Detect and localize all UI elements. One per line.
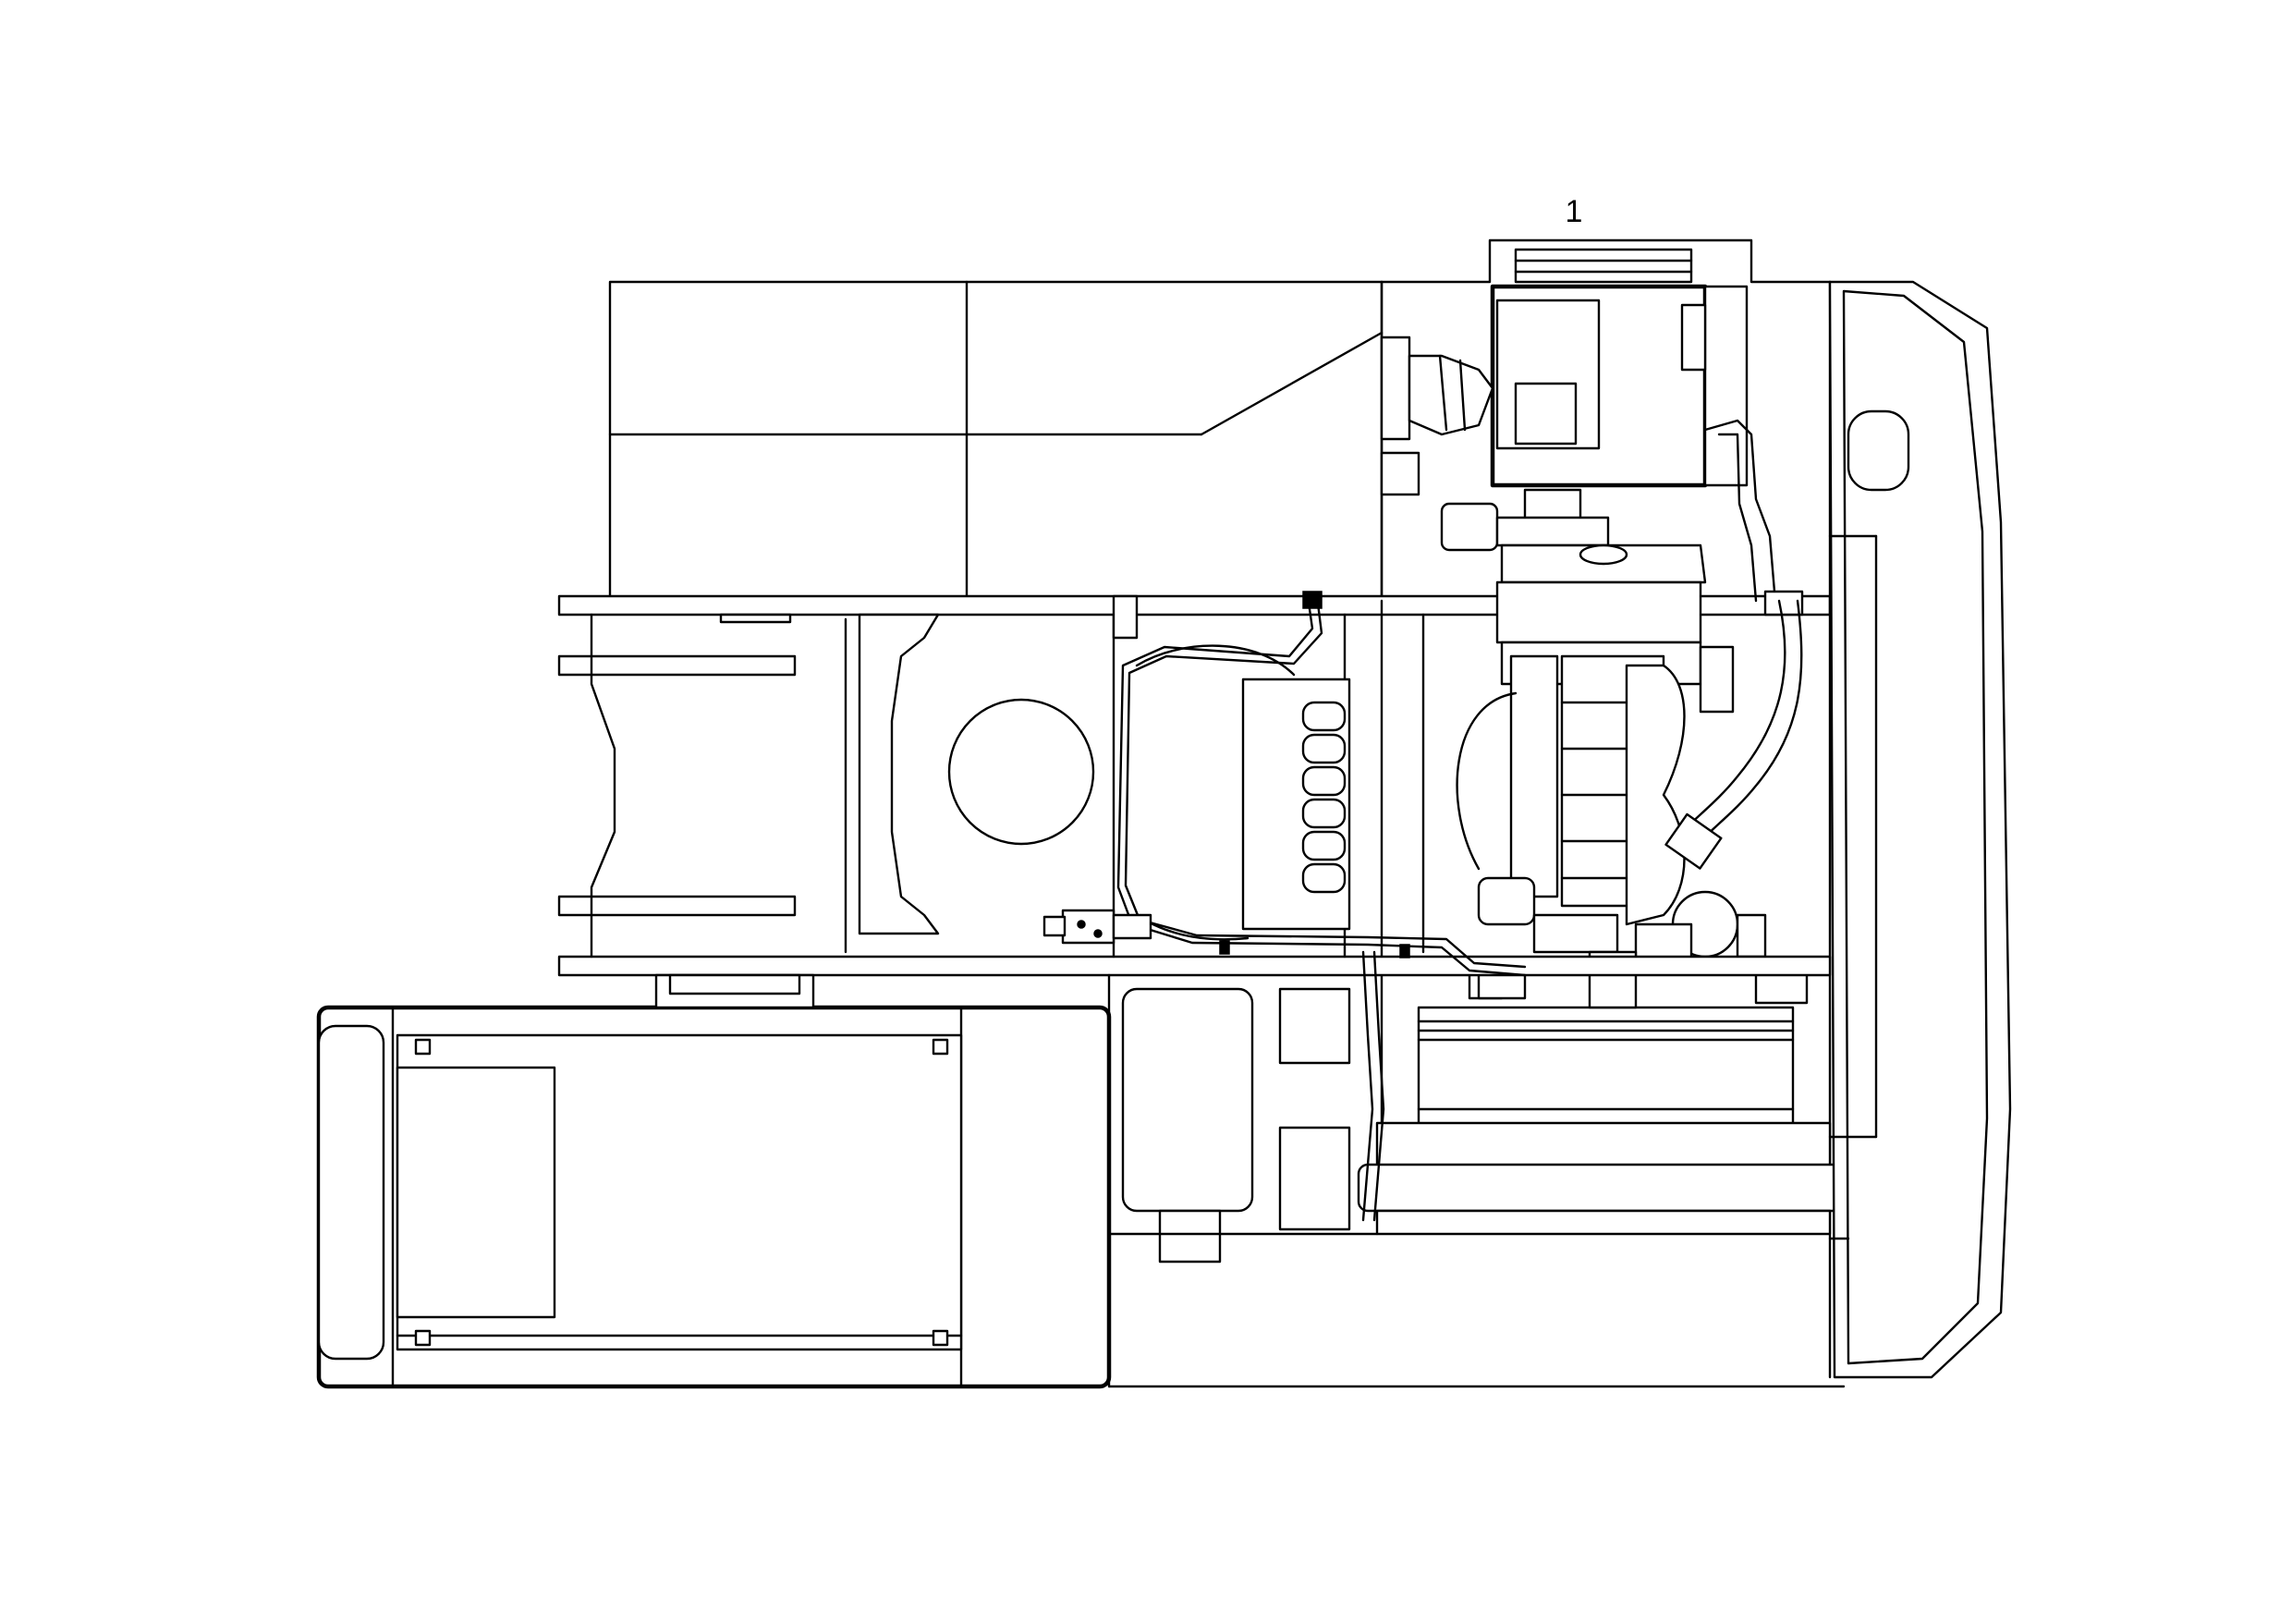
fuel-tank-lower (1107, 973, 1846, 1388)
intake-hose (1380, 336, 1494, 441)
engine (1440, 488, 1767, 1000)
control-valve (1135, 644, 1351, 941)
coolant-hose (1664, 599, 1803, 870)
radiator (1357, 1006, 1846, 1236)
bracket-block (1380, 451, 1420, 496)
cab-base (316, 1005, 1112, 1389)
air-cleaner (1490, 248, 1749, 488)
solenoid-valve (1042, 909, 1152, 945)
counterweight (1828, 280, 2012, 1379)
upper-tank-block (608, 280, 1384, 603)
callout-label-1: 1 (1566, 194, 1583, 229)
exhaust-pipe (1703, 419, 1804, 617)
hydraulic-lines (1116, 591, 1527, 1222)
rail-pads (654, 973, 815, 1009)
hose-clamp (1112, 594, 1139, 640)
